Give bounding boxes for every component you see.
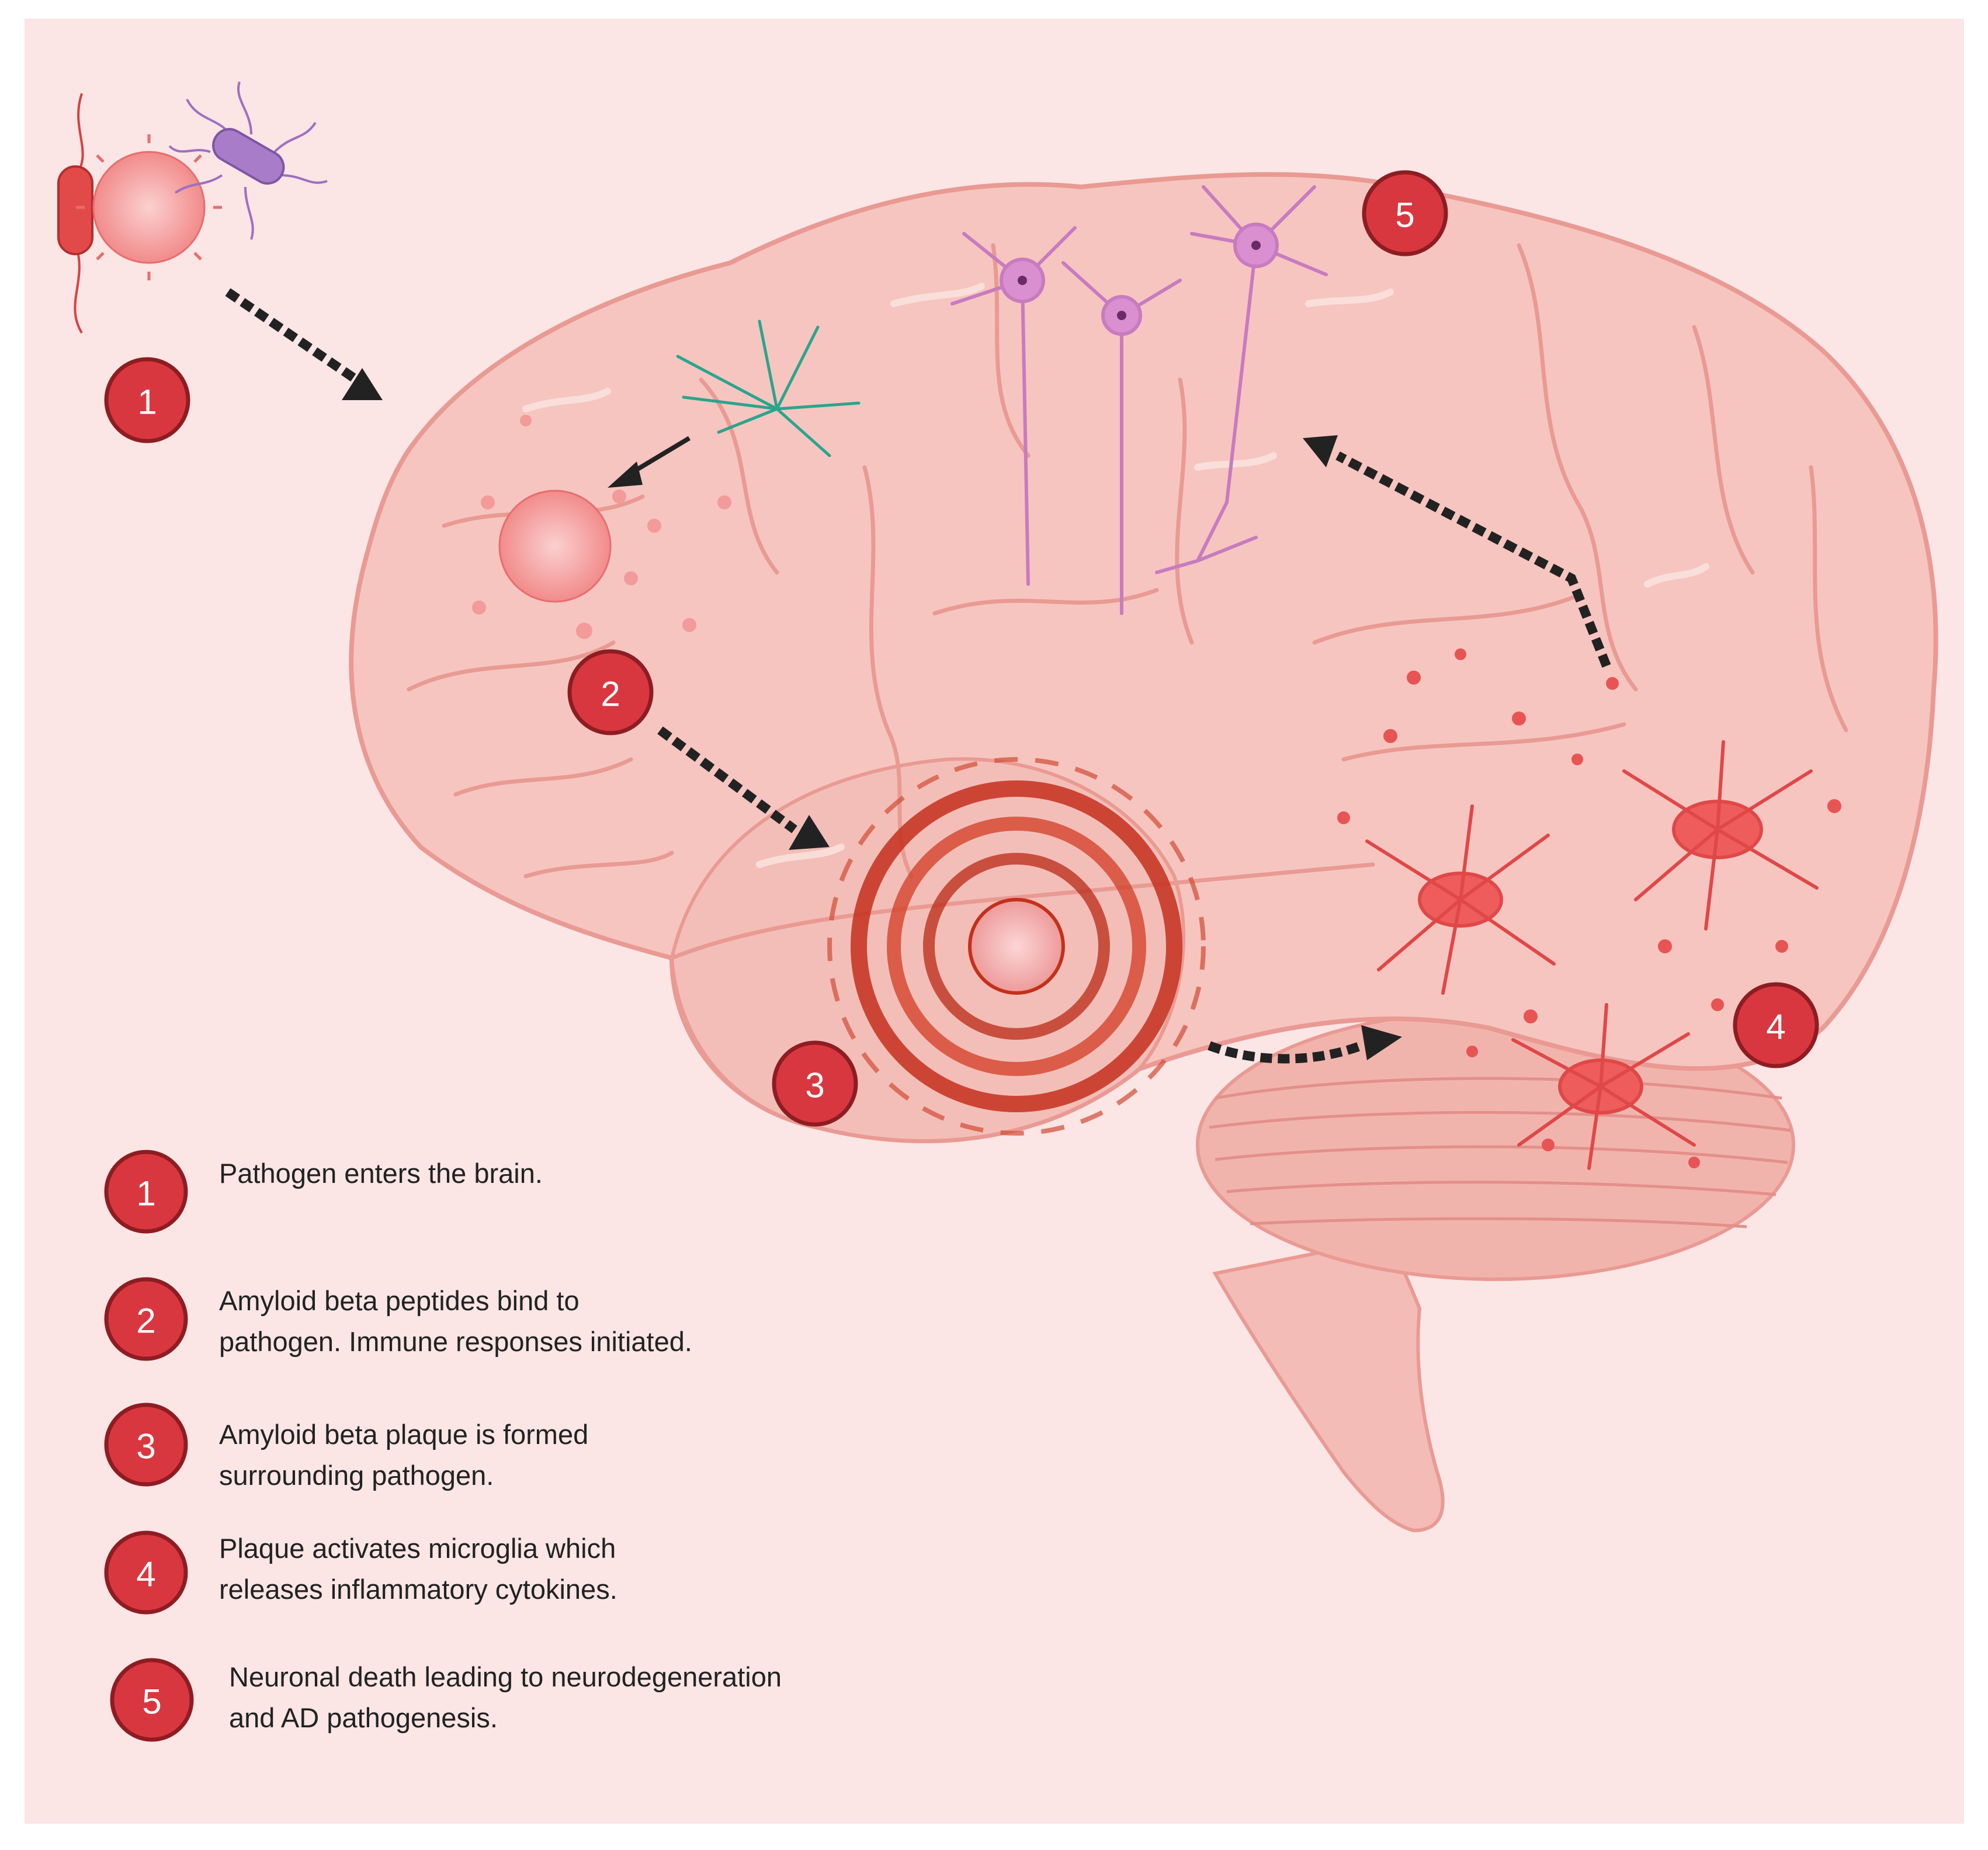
astrocyte-icon bbox=[676, 320, 861, 457]
microglia-icon bbox=[1337, 648, 1841, 1170]
amyloid-plaque-icon bbox=[827, 757, 1206, 1136]
legend-text-line2: and AD pathogenesis. bbox=[229, 1702, 498, 1733]
arrow-4-to-5 bbox=[1335, 451, 1611, 668]
badge-5: 5 bbox=[1362, 170, 1448, 256]
brain-highlights bbox=[522, 283, 1709, 868]
legend-text-line2: surrounding pathogen. bbox=[219, 1460, 494, 1491]
legend-item-1: 1 Pathogen enters the brain. bbox=[104, 1150, 543, 1234]
svg-text:3: 3 bbox=[136, 1427, 155, 1466]
badge-1: 1 bbox=[104, 357, 190, 443]
arrow-astrocyte-to-virus bbox=[608, 436, 691, 488]
svg-text:5: 5 bbox=[142, 1682, 161, 1721]
legend-text-line1: Pathogen enters the brain. bbox=[219, 1158, 543, 1189]
badge-2: 2 bbox=[567, 649, 654, 735]
legend-item-3: 3 Amyloid beta plaque is formed surround… bbox=[104, 1403, 588, 1491]
neuron-icon bbox=[950, 185, 1328, 615]
badge-3: 3 bbox=[772, 1040, 858, 1127]
legend-text-line1: Neuronal death leading to neurodegenerat… bbox=[229, 1661, 782, 1692]
svg-text:5: 5 bbox=[1395, 196, 1414, 235]
brain-folds bbox=[407, 243, 1848, 960]
legend-item-4: 4 Plaque activates microglia which relea… bbox=[104, 1530, 617, 1615]
cerebellum-folds bbox=[1209, 1077, 1791, 1228]
arrowheads bbox=[342, 368, 1402, 1060]
virus-icon bbox=[76, 134, 222, 280]
microglia-cell bbox=[1365, 804, 1556, 995]
arrow-3-to-4 bbox=[1208, 1041, 1363, 1064]
arrow-1-to-2 bbox=[225, 288, 359, 384]
legend-text-line1: Amyloid beta plaque is formed bbox=[219, 1419, 588, 1450]
microglia-cell bbox=[1511, 1003, 1696, 1170]
arrow-2-to-3 bbox=[657, 726, 797, 834]
bacterium-icon bbox=[57, 93, 93, 334]
svg-text:2: 2 bbox=[136, 1301, 155, 1341]
legend-text-line1: Amyloid beta peptides bind to bbox=[219, 1285, 580, 1316]
arrows bbox=[225, 288, 1611, 1064]
svg-text:1: 1 bbox=[136, 1174, 155, 1213]
legend-item-2: 2 Amyloid beta peptides bind to pathogen… bbox=[104, 1277, 692, 1361]
cytokine-dots bbox=[1337, 648, 1841, 1168]
brainstem bbox=[1212, 1236, 1445, 1533]
legend-item-5: 5 Neuronal death leading to neurodegener… bbox=[110, 1658, 782, 1742]
svg-text:3: 3 bbox=[805, 1066, 824, 1105]
legend-text-line1: Plaque activates microglia which bbox=[219, 1533, 616, 1564]
legend-text-line2: releases inflammatory cytokines. bbox=[219, 1574, 617, 1605]
svg-text:4: 4 bbox=[136, 1555, 155, 1594]
flagellated-bacterium-icon bbox=[168, 81, 328, 240]
svg-text:4: 4 bbox=[1766, 1008, 1785, 1047]
svg-text:1: 1 bbox=[137, 383, 157, 422]
badge-4: 4 bbox=[1733, 982, 1819, 1068]
legend: 1 Pathogen enters the brain. 2 Amyloid b… bbox=[104, 1150, 782, 1742]
legend-text-line2: pathogen. Immune responses initiated. bbox=[219, 1326, 692, 1357]
virus-icon bbox=[472, 415, 731, 639]
microglia-cell bbox=[1622, 740, 1819, 931]
brain-icon bbox=[349, 172, 1938, 1533]
svg-text:2: 2 bbox=[601, 675, 620, 714]
pathogen-group bbox=[57, 81, 328, 334]
